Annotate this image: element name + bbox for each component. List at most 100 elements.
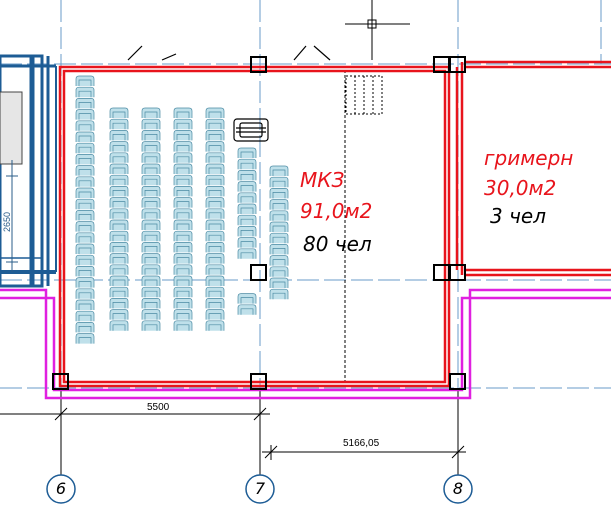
- theatre-seat-icon: [75, 288, 95, 299]
- theatre-seat-icon: [237, 181, 257, 192]
- theatre-seat-icon: [173, 230, 193, 242]
- theatre-seat-icon: [109, 197, 129, 208]
- room-walls: [58, 60, 611, 388]
- theatre-seat-icon: [237, 237, 257, 248]
- axis-label-7: 7: [254, 479, 266, 498]
- theatre-seat-icon: [109, 130, 129, 141]
- theatre-seat-icon: [205, 286, 225, 298]
- theatre-seat-icon: [109, 118, 129, 130]
- theatre-seat-icon: [205, 174, 225, 186]
- theatre-seat-icon: [75, 210, 95, 221]
- theatre-seat-icon: [205, 320, 225, 331]
- theatre-seat-icon: [141, 320, 161, 331]
- theatre-seat-icon: [75, 254, 95, 266]
- theatre-seat-icon: [141, 208, 161, 219]
- theatre-seat-icon: [173, 208, 193, 219]
- structural-columns: [52, 56, 466, 390]
- theatre-seat-icon: [269, 255, 289, 266]
- theatre-seat-icon: [109, 230, 129, 242]
- theatre-seat-icon: [75, 243, 95, 254]
- theatre-seat-icon: [141, 253, 161, 264]
- theatre-seat-icon: [205, 163, 225, 174]
- theatre-seat-icon: [205, 230, 225, 242]
- theatre-seat-icon: [75, 333, 95, 344]
- theatre-seat-icon: [173, 253, 193, 264]
- theatre-seat-icon: [75, 232, 95, 243]
- dimension-7-8: 5166,05: [343, 438, 380, 449]
- theatre-seat-icon: [109, 253, 129, 264]
- theatre-seat-icon: [237, 192, 257, 203]
- theatre-seat-icon: [141, 163, 161, 174]
- theatre-seat-icon: [205, 275, 225, 286]
- theatre-seat-icon: [141, 118, 161, 130]
- room-capacity-dressing: 3 чел: [490, 204, 546, 228]
- axis-label-8: 8: [452, 479, 464, 498]
- theatre-seat-icon: [205, 130, 225, 141]
- theatre-seat-icon: [75, 322, 95, 333]
- theatre-seat-icon: [205, 141, 225, 152]
- theatre-seat-icon: [75, 165, 95, 176]
- axis-label-6: 6: [55, 479, 67, 498]
- theatre-seat-icon: [109, 286, 129, 298]
- theatre-seat-icon: [109, 186, 129, 197]
- theatre-seat-icon: [109, 163, 129, 174]
- theatre-seat-icon: [205, 298, 225, 309]
- theatre-seat-icon: [205, 253, 225, 264]
- left-structure: [0, 54, 57, 288]
- theatre-seat-icon: [141, 286, 161, 298]
- wheelchair-icon: [233, 118, 269, 142]
- theatre-seat-icon: [141, 174, 161, 186]
- theatre-seat-icon: [173, 242, 193, 253]
- theatre-seat-icon: [237, 147, 257, 158]
- theatre-seat-icon: [237, 214, 257, 226]
- dimension-6-7: 5500: [147, 402, 170, 413]
- theatre-seat-icon: [269, 277, 289, 288]
- theatre-seat-icon: [141, 186, 161, 197]
- theatre-seat-icon: [75, 120, 95, 131]
- theatre-seat-icon: [75, 266, 95, 277]
- theatre-seat-icon: [269, 266, 289, 277]
- theatre-seat-icon: [269, 221, 289, 232]
- theatre-seat-icon: [205, 186, 225, 197]
- theatre-seat-icon: [205, 242, 225, 253]
- theatre-seat-icon: [173, 298, 193, 309]
- theatre-seat-icon: [205, 309, 225, 320]
- theatre-seat-icon: [269, 188, 289, 199]
- theatre-seat-icon: [141, 264, 161, 275]
- theatre-seat-icon: [75, 187, 95, 198]
- theatre-seat-icon: [237, 293, 257, 304]
- theatre-seat-icon: [141, 242, 161, 253]
- theatre-seat-icon: [75, 154, 95, 165]
- theatre-seat-icon: [173, 309, 193, 320]
- theatre-seat-icon: [269, 165, 289, 176]
- theatre-seat-icon: [237, 304, 257, 315]
- room-area-dressing: 30,0м2: [484, 176, 557, 200]
- theatre-seat-icon: [173, 141, 193, 152]
- theatre-seat-icon: [141, 275, 161, 286]
- theatre-seat-icon: [109, 152, 129, 163]
- theatre-seat-icon: [75, 86, 95, 98]
- theatre-seat-icon: [75, 75, 95, 86]
- theatre-seat-icon: [109, 275, 129, 286]
- theatre-seat-icon: [109, 298, 129, 309]
- theatre-seat-icon: [173, 197, 193, 208]
- theatre-seat-icon: [237, 226, 257, 237]
- seating-area: [75, 75, 289, 344]
- theatre-seat-icon: [237, 170, 257, 181]
- theatre-seat-icon: [205, 152, 225, 163]
- crosshair-icon: [345, 0, 410, 60]
- theatre-seat-icon: [75, 221, 95, 232]
- theatre-seat-icon: [141, 298, 161, 309]
- theatre-seat-icon: [109, 320, 129, 331]
- theatre-seat-icon: [75, 310, 95, 322]
- theatre-seat-icon: [205, 264, 225, 275]
- theatre-seat-icon: [141, 141, 161, 152]
- theatre-seat-icon: [269, 288, 289, 300]
- theatre-seat-icon: [109, 309, 129, 320]
- theatre-seat-icon: [109, 242, 129, 253]
- theatre-seat-icon: [109, 107, 129, 118]
- theatre-seat-icon: [173, 320, 193, 331]
- theatre-seat-icon: [141, 152, 161, 163]
